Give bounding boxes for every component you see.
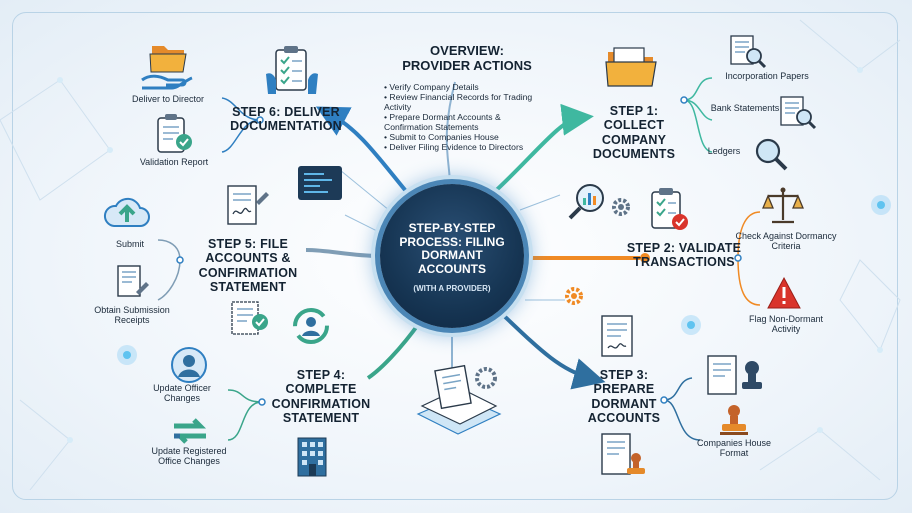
cloud-upload-icon [104,197,150,227]
glow-dot [871,195,891,215]
step4-item-officer: Update Officer Changes [153,383,211,404]
overview-item: • Submit to Companies House [384,132,499,143]
stamp-icon [720,405,748,435]
overview-item: • Verify Company Details [384,82,479,92]
step1-item-incorporation: Incorporation Papers [725,71,809,81]
document-stack-icon [416,364,502,435]
signature-document-icon [227,185,269,225]
overview-item: • Prepare Dormant Accounts & Confirmatio… [384,112,501,133]
step6-item-deliver: Deliver to Director [131,94,205,104]
signature-document-icon [601,315,633,357]
step3-item-format: Companies House Format [696,438,772,459]
refresh-user-icon [293,308,329,344]
overview-list: • Verify Company Details • Review Financ… [384,82,534,152]
receipt-icon [117,265,149,297]
folder-icon [605,47,657,87]
gear-icon [612,198,630,216]
step4-item-office: Update Registered Office Changes [151,446,227,467]
hand-folder-icon [141,46,193,90]
user-icon [171,347,207,383]
step5-item-submit: Submit [115,239,144,249]
magnifier-document-icon [780,96,817,130]
step5-title: STEP 5: FILE ACCOUNTS & CONFIRMATION STA… [198,237,298,295]
overview-item: • Deliver Filing Evidence to Directors [384,142,524,153]
receipt-check-icon [231,301,268,335]
step5-item-receipts: Obtain Submission Receipts [94,305,170,326]
step6-item-validation: Validation Report [139,157,209,167]
outer-frame [12,12,898,500]
step2-item-check: Check Against Dormancy Criteria [735,231,837,252]
step2-title: STEP 2: VALIDATE TRANSACTIONS [626,241,742,270]
hub-subtitle: (WITH A PROVIDER) [413,284,491,293]
analytics-magnifier-icon [568,184,604,220]
step1-item-bank: Bank Statements [710,103,780,113]
step1-item-ledgers: Ledgers [707,146,741,156]
code-window-icon [298,166,342,200]
gear-icon [565,287,583,305]
checklist-icon [266,46,318,94]
overview-title: OVERVIEW: PROVIDER ACTIONS [402,43,532,73]
stamp-document-icon [601,433,645,475]
warning-icon [767,276,801,309]
glow-dot [117,345,137,365]
step1-title: STEP 1: COLLECT COMPANY DOCUMENTS [592,104,676,162]
overview-item: • Review Financial Records for Trading A… [384,92,533,113]
stamp-icon [707,355,762,395]
clipboard-check-icon [157,114,192,153]
central-hub [380,184,524,328]
glow-dot [681,315,701,335]
step6-title: STEP 6: DELIVER DOCUMENTATION [230,105,342,134]
building-icon [297,437,327,477]
magnifier-icon [755,138,788,171]
swap-arrows-icon [173,418,207,444]
scales-icon [762,187,804,224]
hub-title: STEP-BY-STEP PROCESS: FILING DORMANT ACC… [399,221,505,276]
step2-item-flag: Flag Non-Dormant Activity [748,314,824,335]
step3-title: STEP 3: PREPARE DORMANT ACCOUNTS [587,368,661,426]
clipboard-check-icon [651,188,688,230]
magnifier-document-icon [730,35,767,69]
step4-title: STEP 4: COMPLETE CONFIRMATION STATEMENT [271,368,371,426]
